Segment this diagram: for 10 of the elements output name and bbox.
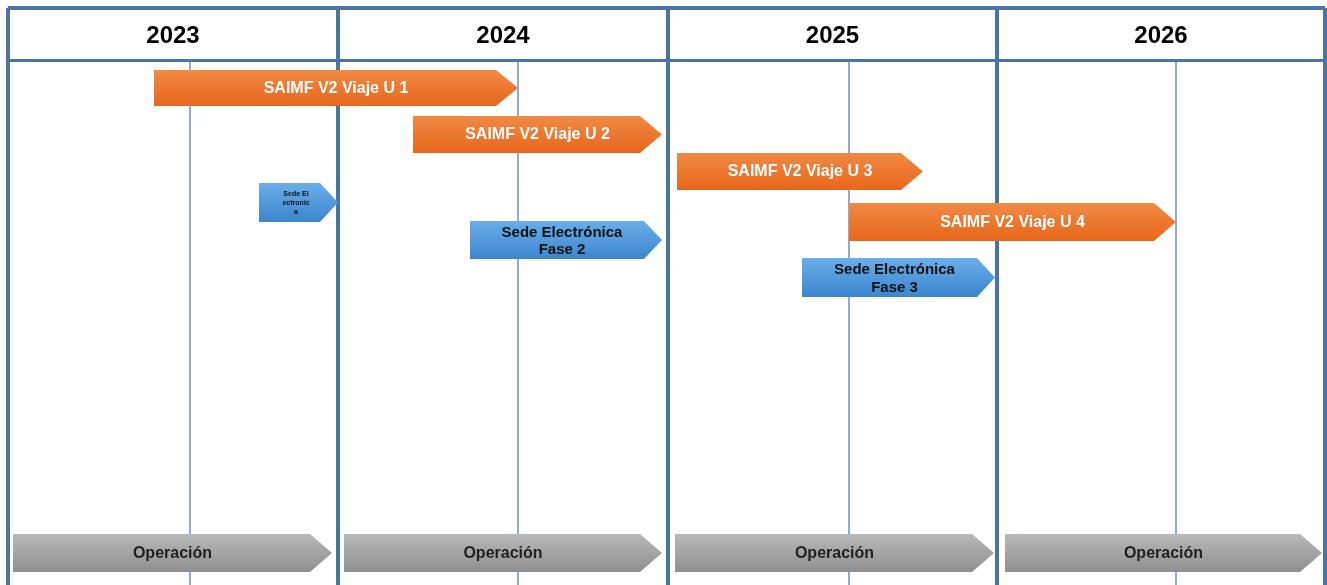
project-timeline-bar: SAIMF V2 Viaje U 1	[154, 70, 518, 106]
project-timeline-bar: SAIMF V2 Viaje U 4	[849, 203, 1176, 241]
project-timeline-bar: SAIMF V2 Viaje U 2	[413, 116, 662, 153]
operation-timeline-bar: Operación	[344, 534, 662, 572]
operation-timeline-bar: Operación	[13, 534, 332, 572]
project-timeline-bar: SAIMF V2 Viaje U 3	[677, 153, 923, 190]
operation-timeline-bar: Operación	[1005, 534, 1322, 572]
phase-timeline-bar: Sede Electrónica Fase 3	[802, 258, 995, 297]
operation-timeline-bar: Operación	[675, 534, 994, 572]
phase-timeline-bar: Sede Electrónica Fase 2	[470, 221, 662, 259]
